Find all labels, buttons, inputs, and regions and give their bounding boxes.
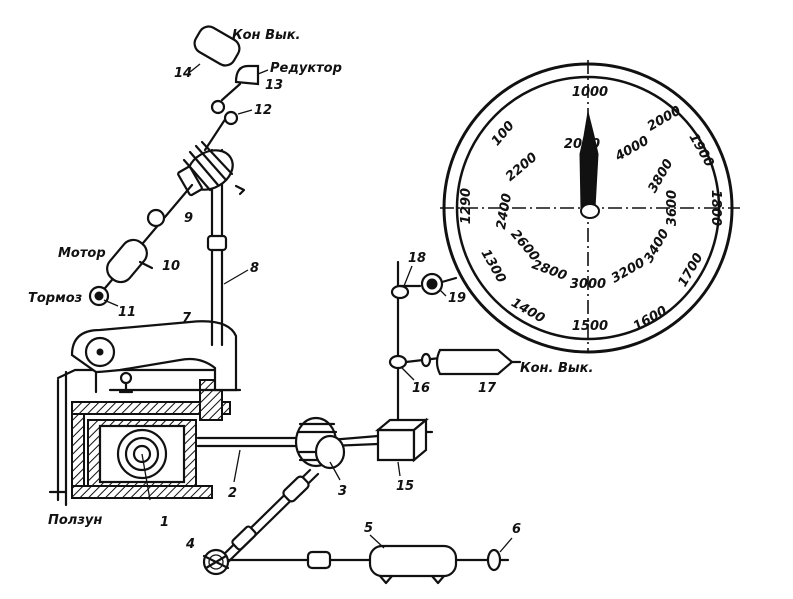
lever-part-7 bbox=[70, 320, 238, 394]
dial-pointer bbox=[579, 111, 599, 209]
part-number-4: 4 bbox=[185, 537, 195, 552]
dial bbox=[440, 60, 740, 354]
part-number-19: 19 bbox=[448, 291, 466, 306]
part-numbers: 1 2 3 4 5 6 7 8 9 10 11 12 13 14 15 16 1… bbox=[103, 63, 521, 553]
text-labels: Кон Вык. Редуктор Мотор Тормоз Ползун Ко… bbox=[28, 28, 593, 528]
part-number-2: 2 bbox=[228, 486, 237, 501]
label-tormoz: Тормоз bbox=[28, 291, 82, 306]
part-number-3: 3 bbox=[338, 484, 347, 499]
selsyn-part-19 bbox=[420, 272, 458, 296]
dial-outer-1500: 1500 bbox=[572, 319, 608, 334]
part-number-5: 5 bbox=[364, 521, 373, 536]
slider-part-1 bbox=[87, 419, 197, 501]
dial-outer-1000: 1000 bbox=[572, 85, 608, 100]
coupling-part-12 bbox=[210, 82, 242, 126]
reducer-part-13 bbox=[234, 64, 260, 86]
part-number-18: 18 bbox=[408, 251, 426, 266]
label-polzun: Ползун bbox=[48, 513, 102, 528]
part-number-9: 9 bbox=[184, 211, 193, 226]
part-number-6: 6 bbox=[512, 522, 521, 537]
bevel-gear-part-4 bbox=[202, 548, 230, 576]
part-number-17: 17 bbox=[478, 381, 497, 396]
part-number-16: 16 bbox=[412, 381, 430, 396]
part-number-1: 1 bbox=[160, 515, 169, 530]
brake-part-6 bbox=[486, 548, 502, 572]
part-number-11: 11 bbox=[118, 305, 136, 320]
dial-inner-3600: 3600 bbox=[665, 190, 680, 226]
bevel-gear-part-16 bbox=[388, 352, 442, 370]
motor-shaft bbox=[93, 116, 228, 302]
part-number-8: 8 bbox=[250, 261, 259, 276]
limit-switch-part-14 bbox=[193, 25, 241, 67]
dial-inner-2400: 2400 bbox=[494, 192, 515, 230]
label-kon-vyk-right: Кон. Вык. bbox=[520, 361, 593, 376]
gear-part-3 bbox=[294, 416, 346, 470]
part-number-7: 7 bbox=[182, 311, 192, 326]
part-number-10: 10 bbox=[162, 259, 180, 274]
bevel-gear-part-9 bbox=[177, 140, 246, 197]
dial-outer-1290: 1290 bbox=[459, 188, 474, 224]
part-number-13: 13 bbox=[265, 78, 283, 93]
motor-part-10 bbox=[106, 238, 154, 284]
label-kon-vyk-top: Кон Вык. bbox=[232, 28, 301, 43]
gearbox-part-15 bbox=[374, 417, 430, 463]
part-number-12: 12 bbox=[254, 103, 272, 118]
dial-hub bbox=[580, 203, 600, 219]
motor-part-5 bbox=[368, 544, 458, 585]
gear-part-18 bbox=[390, 284, 422, 300]
limit-switch-part-17 bbox=[435, 348, 522, 376]
part-number-15: 15 bbox=[396, 479, 414, 494]
brake-part-11 bbox=[88, 285, 110, 307]
dial-inner-3000: 3000 bbox=[570, 277, 606, 292]
part-number-14: 14 bbox=[174, 66, 192, 81]
dial-outer-1800: 1800 bbox=[708, 190, 723, 226]
label-reduktor: Редуктор bbox=[270, 61, 342, 76]
shaft-to-gear-4 bbox=[216, 468, 320, 568]
dial-inner-2000: 2000 bbox=[564, 137, 600, 152]
label-motor: Мотор bbox=[58, 246, 106, 261]
lower-shaft bbox=[226, 550, 510, 570]
